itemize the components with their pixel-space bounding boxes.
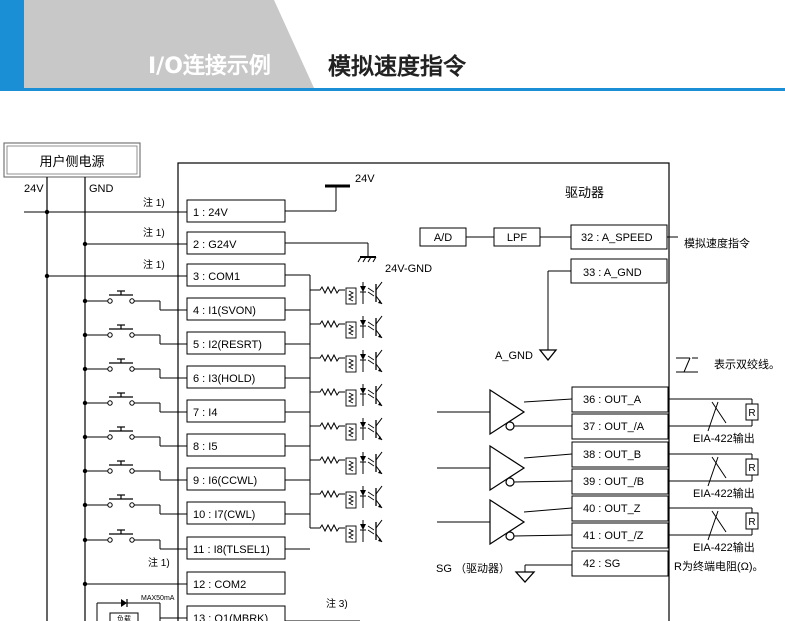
output-pin-box [571, 522, 669, 549]
pin-box [186, 536, 286, 560]
header-accent-bar [0, 0, 24, 88]
output-pin-label: 38 : OUT_B [583, 449, 641, 461]
lpf-label: LPF [507, 232, 527, 244]
resistor-label: R [748, 408, 755, 419]
optocoupler-icon [315, 349, 383, 373]
output-pin-label: 42 : SG [583, 558, 620, 570]
user-gnd-label: GND [89, 183, 114, 195]
optocoupler-icon [315, 485, 383, 509]
output-pin-label: 36 : OUT_A [583, 394, 642, 406]
optocoupler-icon [315, 519, 383, 543]
driver-24v-label: 24V [355, 173, 375, 185]
terminal-resistor-icon [745, 512, 759, 530]
pin-label: 4 : I1(SVON) [193, 305, 256, 317]
output-pin-label: 40 : OUT_Z [583, 503, 641, 515]
output-pin-box [571, 550, 669, 577]
note-1-pin12: 注 1) [148, 556, 170, 569]
pin-label: 10 : I7(CWL) [193, 509, 255, 521]
push-switch-icon [107, 494, 135, 508]
pin-box [186, 331, 286, 355]
pin-label: 12 : COM2 [193, 579, 246, 591]
pin-label: 2 : G24V [193, 239, 237, 251]
pin-label: 3 : COM1 [193, 271, 240, 283]
output-pin-label: 37 : OUT_/A [583, 421, 645, 433]
page-title: 模拟速度指令 [328, 54, 466, 80]
pin-label: 7 : I4 [193, 407, 217, 419]
line-driver-icon [489, 445, 525, 491]
note-1-pin3: 注 1) [143, 258, 165, 271]
resistor-label: R [748, 517, 755, 528]
pin-box [186, 501, 286, 525]
note-3-pin13: 注 3) [326, 597, 348, 610]
pin-box [186, 231, 286, 255]
note-1-pin1: 注 1) [143, 196, 165, 209]
pin-box [186, 433, 286, 457]
pin-label: 11 : I8(TLSEL1) [193, 544, 270, 556]
pin-box [186, 199, 286, 223]
header-underline [0, 88, 785, 91]
optocoupler-icon [315, 281, 383, 305]
push-switch-icon [107, 290, 135, 304]
optocoupler-icon [315, 315, 383, 339]
push-switch-icon [107, 426, 135, 440]
terminal-resistor-note: R为终端电阻(Ω)。 [674, 559, 764, 573]
output-pin-label: 41 : OUT_/Z [583, 530, 644, 542]
user-power-label: 用户侧电源 [39, 154, 104, 169]
pin-box [186, 365, 286, 389]
eia-422-label: EIA-422输出 [693, 486, 755, 500]
pin-32: 32 : A_SPEED [581, 232, 653, 244]
push-switch-icon [107, 392, 135, 406]
resistor-label: R [748, 463, 755, 474]
pin-label: 9 : I6(CCWL) [193, 475, 257, 487]
optocoupler-icon [315, 417, 383, 441]
pin-box [186, 605, 286, 621]
push-switch-icon [107, 324, 135, 338]
pin-box [186, 399, 286, 423]
driver-24v-gnd-label: 24V-GND [385, 263, 432, 275]
eia-422-label: EIA-422输出 [693, 540, 755, 554]
pin-label: 13 : O1(MBRK) [193, 613, 268, 621]
twisted-pair-legend: 表示双绞线。 [714, 357, 780, 371]
line-driver-icon [489, 389, 525, 435]
terminal-resistor-icon [745, 458, 759, 476]
pin-box [186, 467, 286, 491]
optocoupler-icon [315, 451, 383, 475]
output-pin-box [571, 413, 669, 440]
header-section-tab [24, 0, 314, 88]
analog-speed-cmd: 模拟速度指令 [684, 236, 750, 250]
pin-box [186, 297, 286, 321]
max50-label: MAX50mA [141, 595, 175, 602]
pin-label: 1 : 24V [193, 207, 229, 219]
terminal-resistor-icon [745, 403, 759, 421]
pin-33: 33 : A_GND [583, 267, 642, 279]
agnd-label: A_GND [495, 350, 533, 362]
output-pin-box [571, 468, 669, 495]
page-header: I/O连接示例 模拟速度指令 [0, 0, 785, 92]
eia-422-label: EIA-422输出 [693, 431, 755, 445]
push-switch-icon [107, 529, 135, 543]
push-switch-icon [107, 460, 135, 474]
pin-label: 6 : I3(HOLD) [193, 373, 255, 385]
output-pin-label: 39 : OUT_/B [583, 476, 644, 488]
ad-label: A/D [434, 232, 452, 244]
output-pin-box [571, 495, 669, 522]
push-switch-icon [107, 358, 135, 372]
section-label: I/O连接示例 [148, 54, 271, 79]
note-1-pin2: 注 1) [143, 226, 165, 239]
line-driver-icon [489, 499, 525, 545]
pin-label: 5 : I2(RESRT) [193, 339, 262, 351]
load-label: 负载 [117, 614, 131, 621]
sg-driver-label: SG （驱动器） [436, 562, 510, 575]
pin-box [186, 571, 286, 595]
user-24v-label: 24V [24, 183, 44, 195]
pin-label: 8 : I5 [193, 441, 217, 453]
pin-box [186, 263, 286, 287]
driver-label: 驱动器 [565, 185, 604, 200]
optocoupler-icon [315, 383, 383, 407]
